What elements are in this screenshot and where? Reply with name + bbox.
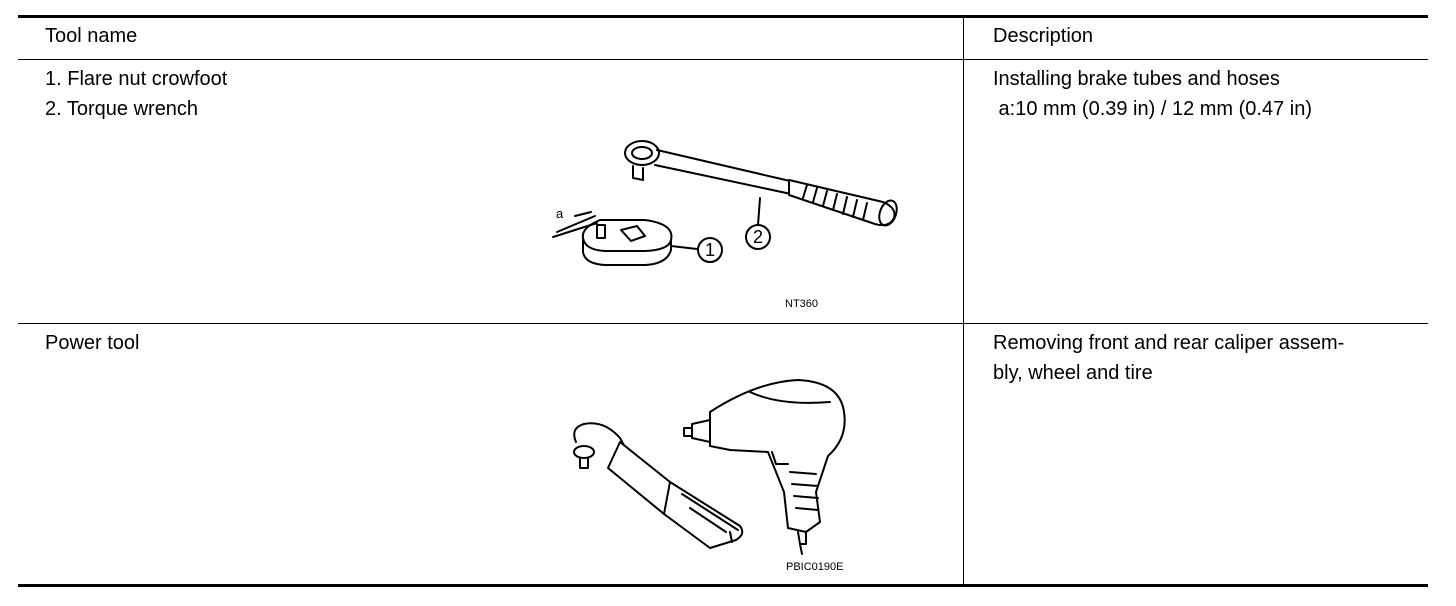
figure-code-pbic0190e: PBIC0190E — [786, 561, 843, 573]
table-top-border — [18, 15, 1428, 18]
dimension-a-label: a — [556, 206, 564, 221]
figure-code-nt360: NT360 — [785, 298, 818, 310]
row2-tool-name: Power tool — [45, 332, 140, 354]
table-bottom-border — [18, 584, 1428, 587]
row1-tool-name-line2: 2. Torque wrench — [45, 98, 199, 120]
header-description: Description — [993, 25, 1094, 47]
callout-1-label: 1 — [705, 240, 715, 260]
header-tool-name: Tool name — [45, 25, 138, 47]
column-divider — [963, 17, 964, 586]
power-tool-figure: PBIC0190E — [560, 372, 880, 578]
header-bottom-border — [18, 59, 1428, 60]
callout-2-label: 2 — [753, 227, 763, 247]
row2-description-line2: bly, wheel and tire — [993, 362, 1153, 384]
row2-description-line1: Removing front and rear caliper assem- — [993, 332, 1345, 354]
flare-nut-crowfoot-torque-wrench-figure: 1 2 a NT360 — [545, 128, 915, 318]
row1-description-line1: Installing brake tubes and hoses — [993, 68, 1280, 90]
row-divider — [18, 323, 1428, 324]
row1-description-line2: a:10 mm (0.39 in) / 12 mm (0.47 in) — [993, 98, 1313, 120]
row1-tool-name-line1: 1. Flare nut crowfoot — [45, 68, 228, 90]
